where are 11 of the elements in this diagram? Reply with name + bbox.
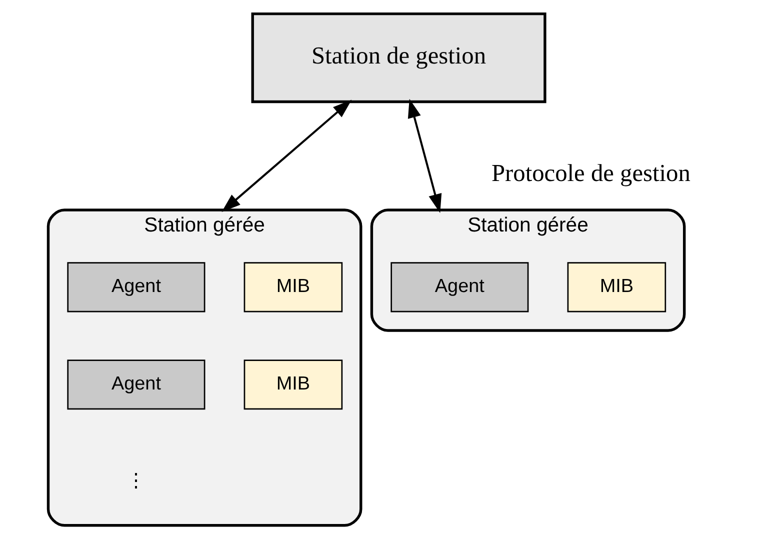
node-box: Agent xyxy=(390,262,529,312)
arrow xyxy=(222,100,352,212)
arrow xyxy=(408,98,442,213)
node-box: MIB xyxy=(244,262,343,312)
node-box: MIB xyxy=(244,360,343,410)
label: ⋮ xyxy=(126,471,146,492)
node-box: MIB xyxy=(567,262,666,312)
node-box: Agent xyxy=(67,360,206,410)
node-box: Station de gestion xyxy=(251,12,546,104)
node-box: Agent xyxy=(67,262,206,312)
label: Protocole de gestion xyxy=(492,160,690,187)
